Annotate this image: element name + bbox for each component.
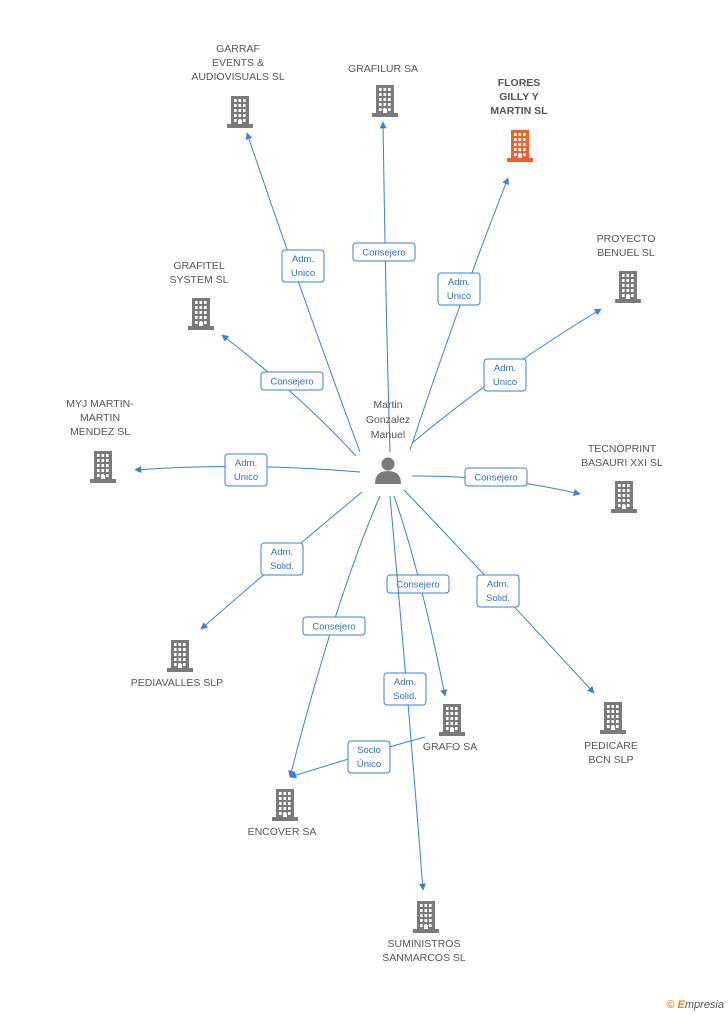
building-icon[interactable]: [90, 451, 116, 483]
edge-label-text: Consejero: [474, 473, 517, 484]
edge-label-text: Consejero: [270, 377, 313, 388]
company-name-line: GILLY Y: [499, 91, 539, 103]
edge-label-text: Solid.: [486, 593, 510, 604]
brand-name: mpresia: [684, 999, 724, 1011]
company-name-line: GRAFITEL: [173, 260, 225, 272]
building-icon[interactable]: [227, 96, 253, 128]
company-name-line: TECNOPRINT: [588, 443, 657, 455]
edge-label-text: Unico: [234, 472, 258, 483]
edge-label-text: Consejero: [312, 622, 355, 633]
company-label-suministros[interactable]: SUMINISTROS SANMARCOS SL: [382, 938, 466, 964]
building-icon[interactable]: [272, 789, 298, 821]
company-name-line: ENCOVER SA: [248, 826, 317, 838]
company-name-line: MYJ MARTIN-: [66, 398, 134, 410]
copyright-symbol: ©: [666, 999, 675, 1011]
edge-label-center-pediavalles: Adm. Solid.: [260, 542, 304, 576]
edge-label-text: Unico: [447, 291, 471, 302]
company-name-line: PROYECTO: [597, 233, 656, 245]
company-label-pedicare[interactable]: PEDICARE BCN SLP: [584, 740, 638, 766]
company-name-line: GARRAF: [216, 43, 260, 55]
company-label-flores[interactable]: FLORES GILLY Y MARTIN SL: [490, 77, 548, 117]
building-icon[interactable]: [439, 704, 465, 736]
company-label-grafo[interactable]: GRAFO SA: [423, 741, 477, 753]
edge-label-center-grafitel: Consejero: [260, 371, 324, 391]
company-label-tecnoprint[interactable]: TECNOPRINT BASAURI XXI SL: [581, 443, 663, 469]
edge-label-text: Consejero: [362, 248, 405, 259]
company-name-line: MARTIN SL: [490, 105, 548, 117]
edge-label-text: Solid.: [393, 691, 417, 702]
edge-label-center-grafo: Consejero: [386, 574, 450, 594]
building-icon[interactable]: [611, 481, 637, 513]
edge-label-text: Consejero: [396, 580, 439, 591]
empresia-watermark: © Empresia: [666, 999, 724, 1011]
building-icon[interactable]: [188, 298, 214, 330]
company-name-line: BASAURI XXI SL: [581, 457, 663, 469]
company-name-line: SANMARCOS SL: [382, 952, 466, 964]
edge-label-center-flores: Adm. Unico: [437, 272, 481, 306]
edge-label-text: Unico: [291, 268, 315, 279]
edge-line-center-encover: [288, 495, 381, 778]
person-name-line: Martin: [373, 399, 402, 411]
brand-initial: E: [677, 999, 685, 1011]
building-icon[interactable]: [372, 85, 398, 117]
company-name-line: PEDICARE: [584, 740, 638, 752]
edge-line-center-flores: [409, 177, 509, 451]
edge-label-center-proyecto: Adm. Unico: [483, 358, 527, 392]
company-name-line: AUDIOVISUALS SL: [191, 71, 285, 83]
edge-label-text: Adm.: [271, 547, 293, 558]
edge-label-center-encover: Consejero: [302, 616, 366, 636]
building-icon[interactable]: [167, 640, 193, 672]
edge-label-center-suministros: Adm. Solid.: [383, 672, 427, 706]
person-name-line: Gonzalez: [366, 414, 410, 426]
edge-label-center-pedicare: Adm. Solid.: [476, 574, 520, 608]
company-label-garraf[interactable]: GARRAF EVENTS & AUDIOVISUALS SL: [191, 43, 285, 83]
edge-label-text: Unico: [493, 377, 517, 388]
company-name-line: MENDEZ SL: [70, 426, 130, 438]
edge-line-center-garraf: [245, 132, 361, 453]
company-name-line: SUMINISTROS: [388, 938, 461, 950]
company-label-grafitel[interactable]: GRAFITEL SYSTEM SL: [170, 260, 229, 286]
edge-label-text: Adm.: [494, 363, 516, 374]
edge-label-text: Adm.: [292, 254, 314, 265]
company-label-myj[interactable]: MYJ MARTIN- MARTIN MENDEZ SL: [66, 398, 134, 438]
company-name-line: GRAFILUR SA: [348, 63, 418, 75]
company-name-line: PEDIAVALLES SLP: [131, 677, 223, 689]
edge-label-text: Único: [357, 759, 381, 770]
edge-label-center-garraf: Adm. Unico: [281, 249, 325, 283]
company-name-line: MARTIN: [80, 412, 120, 424]
company-label-encover[interactable]: ENCOVER SA: [248, 826, 317, 838]
building-icon[interactable]: [507, 130, 533, 162]
edge-label-text: Socio: [357, 745, 381, 756]
company-name-line: GRAFO SA: [423, 741, 477, 753]
edge-line-center-suministros: [389, 495, 427, 891]
company-name-line: FLORES: [498, 77, 541, 89]
company-name-line: BCN SLP: [589, 754, 634, 766]
company-label-proyecto[interactable]: PROYECTO BENUEL SL: [597, 233, 656, 259]
edge-line-center-grafo: [393, 495, 448, 697]
edge-label-text: Adm.: [487, 579, 509, 590]
building-icon[interactable]: [600, 702, 626, 734]
company-label-grafilur[interactable]: GRAFILUR SA: [348, 63, 418, 75]
edge-label-text: Adm.: [235, 458, 257, 469]
company-label-pediavalles[interactable]: PEDIAVALLES SLP: [131, 677, 223, 689]
edge-line-center-grafitel: [221, 334, 357, 457]
person-icon[interactable]: [375, 457, 401, 485]
company-name-line: SYSTEM SL: [170, 274, 229, 286]
edge-label-center-grafilur: Consejero: [352, 242, 416, 262]
company-name-line: EVENTS &: [212, 57, 264, 69]
edge-label-center-tecnoprint: Consejero: [464, 467, 528, 487]
person-name-line: Manuel: [371, 429, 405, 441]
edge-label-center-myj: Adm. Unico: [224, 453, 268, 487]
company-name-line: BENUEL SL: [597, 247, 655, 259]
edge-line-center-grafilur: [379, 121, 391, 453]
building-icon[interactable]: [413, 901, 439, 933]
edge-label-text: Adm.: [394, 677, 416, 688]
edge-label-text: Solid.: [270, 561, 294, 572]
building-icon[interactable]: [615, 271, 641, 303]
edge-label-text: Adm.: [448, 277, 470, 288]
